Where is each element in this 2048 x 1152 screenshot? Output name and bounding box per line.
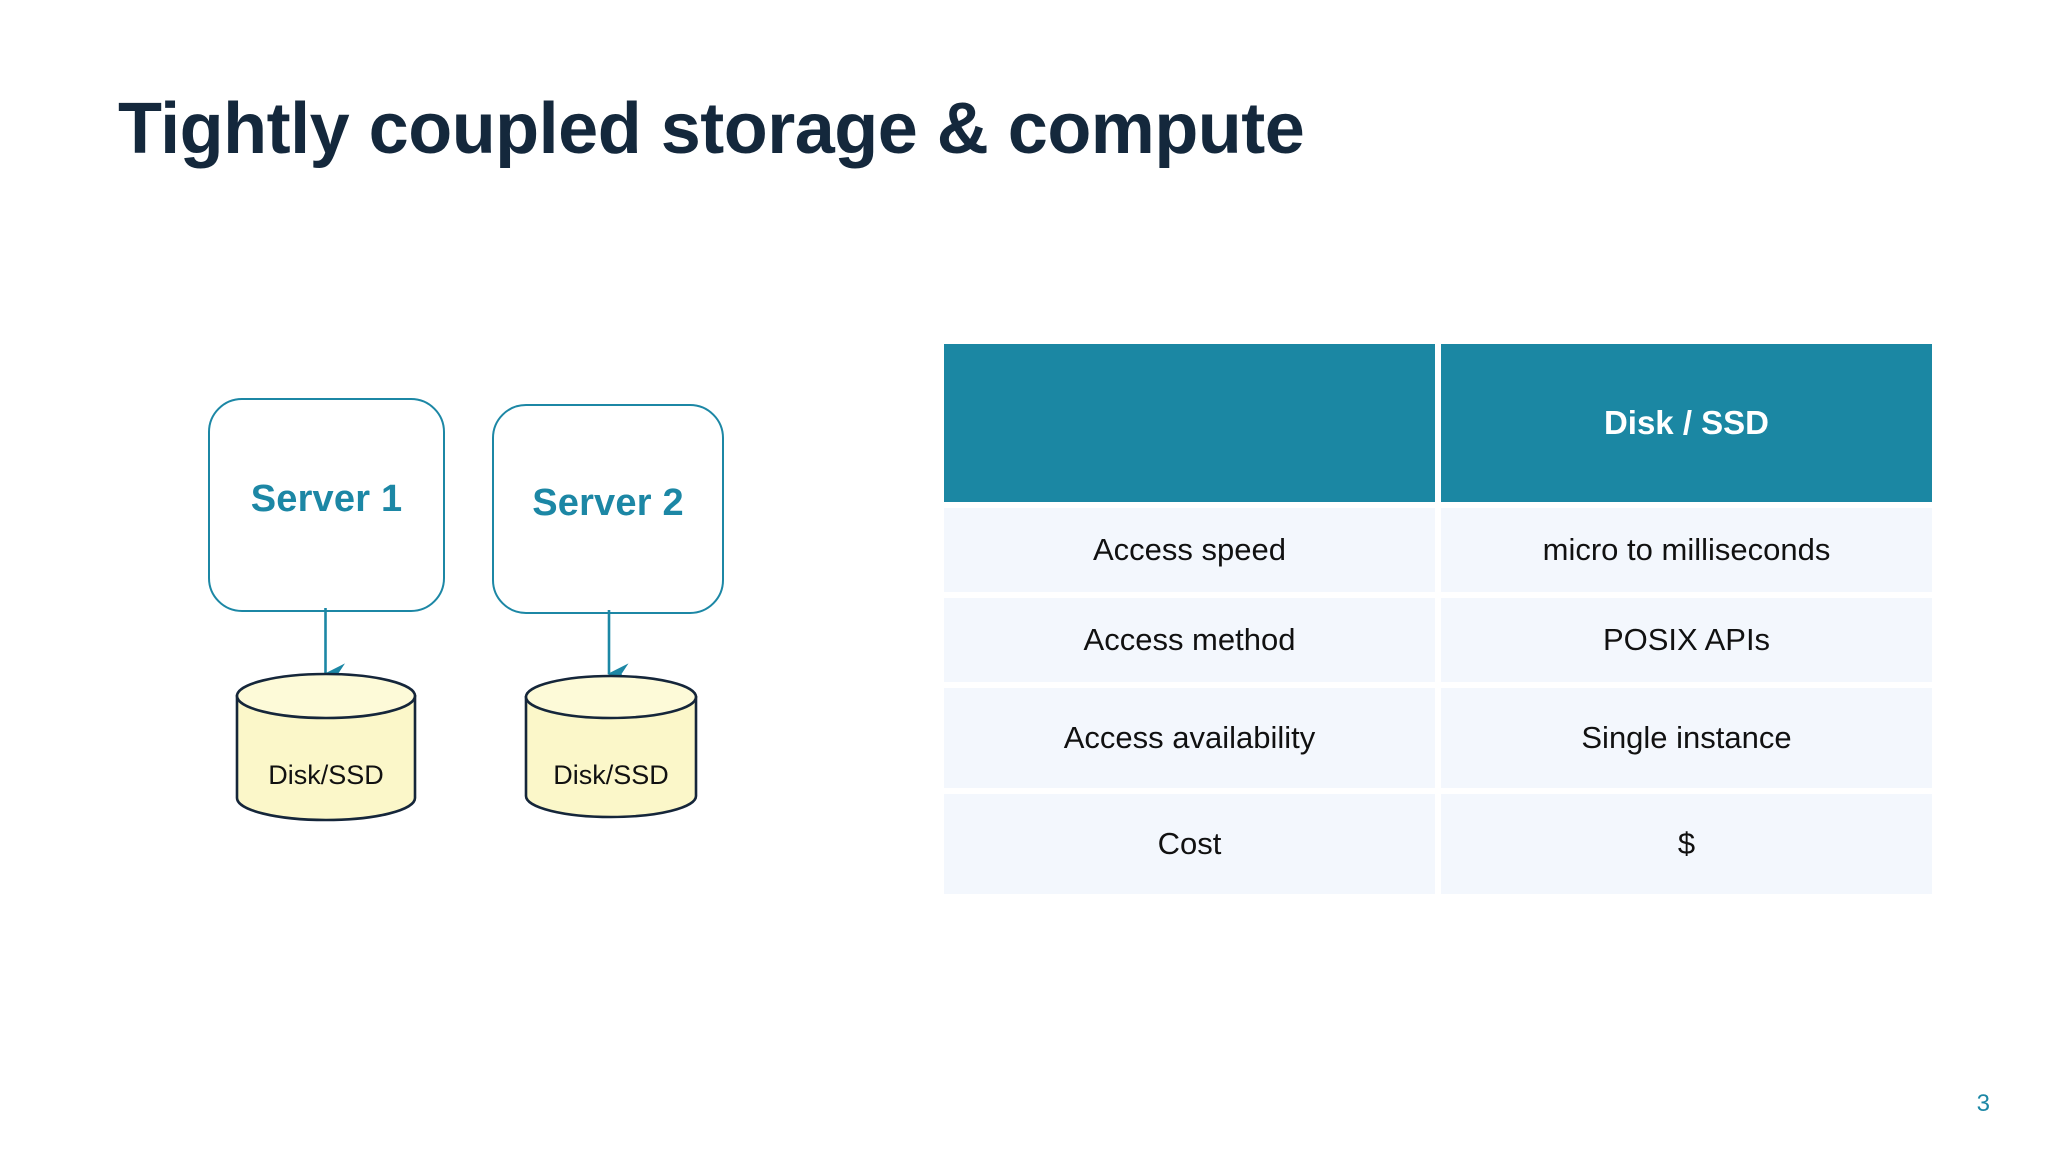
- table-header-row: Disk / SSD: [944, 344, 1932, 502]
- page-title: Tightly coupled storage & compute: [118, 89, 1305, 169]
- cell-attribute-access-availability: Access availability: [944, 688, 1435, 788]
- cell-attribute-access-method: Access method: [944, 598, 1435, 682]
- server-node-1[interactable]: Server 1: [208, 398, 445, 612]
- table-body: Access speed micro to milliseconds Acces…: [944, 508, 1932, 894]
- server-node-2-label: Server 2: [532, 481, 684, 524]
- table-header-cell-attribute: [944, 344, 1435, 502]
- comparison-table: Disk / SSD Access speed micro to millise…: [938, 338, 1938, 900]
- connector-arrow-server-1: [323, 608, 345, 685]
- cell-value-access-method: POSIX APIs: [1441, 598, 1932, 682]
- table-row: Access availability Single instance: [944, 688, 1932, 788]
- server-node-1-label: Server 1: [250, 477, 403, 520]
- storage-cylinder-1[interactable]: [233, 672, 419, 822]
- cell-attribute-access-speed: Access speed: [944, 508, 1435, 592]
- table-header-cell-disk-ssd: Disk / SSD: [1441, 344, 1932, 502]
- architecture-diagram: Server 1 Disk/SSD Server 2 Disk/SSD: [0, 0, 900, 1152]
- cell-value-cost: $: [1441, 794, 1932, 894]
- table-row: Cost $: [944, 794, 1932, 894]
- cell-value-access-speed: micro to milliseconds: [1441, 508, 1932, 592]
- server-node-2[interactable]: Server 2: [492, 404, 724, 614]
- table-row: Access method POSIX APIs: [944, 598, 1932, 682]
- table-header: Disk / SSD: [944, 344, 1932, 502]
- cell-value-access-availability: Single instance: [1441, 688, 1932, 788]
- storage-cylinder-2[interactable]: [522, 674, 700, 819]
- cell-attribute-cost: Cost: [944, 794, 1435, 894]
- page-number: 3: [1976, 1090, 1990, 1117]
- table-row: Access speed micro to milliseconds: [944, 508, 1932, 592]
- connector-arrow-server-2: [607, 610, 629, 685]
